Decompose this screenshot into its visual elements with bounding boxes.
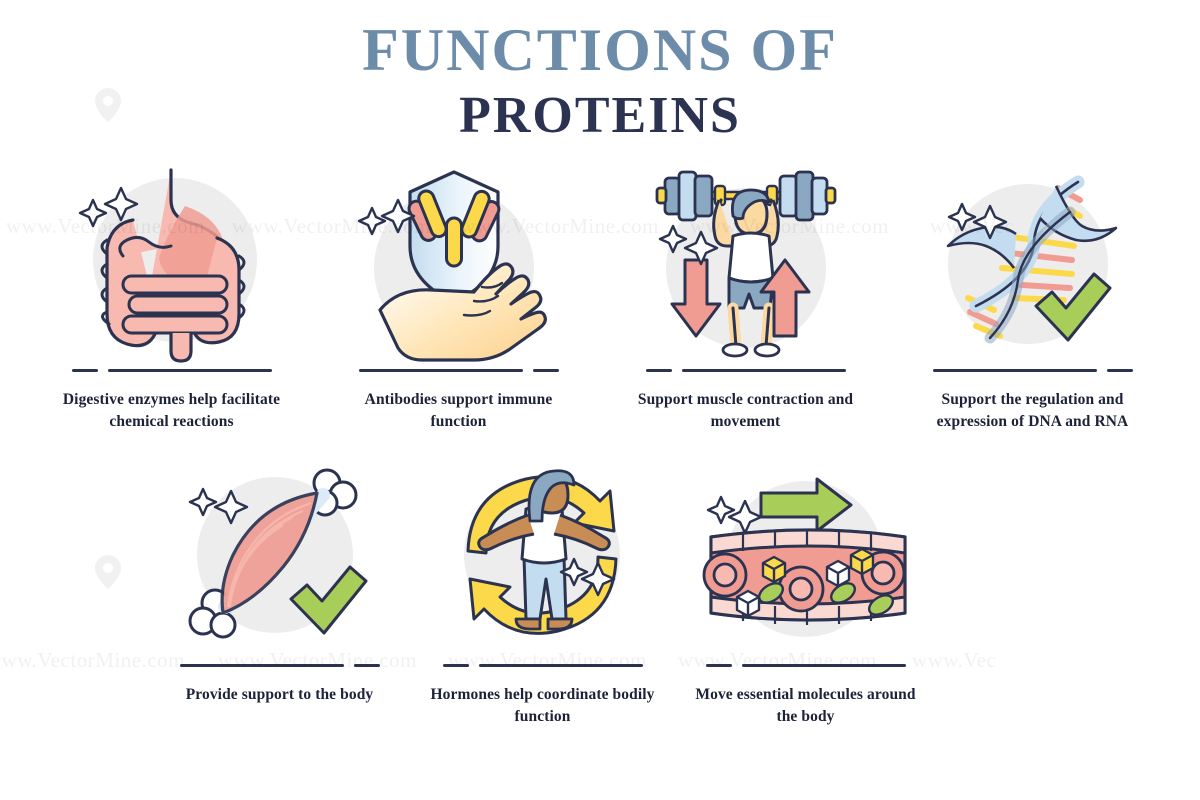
function-caption: Move essential molecules around the body <box>695 686 916 725</box>
function-caption: Provide support to the body <box>185 686 374 703</box>
muscle-bone-check-icon <box>175 455 385 655</box>
weightlifter-icon <box>641 160 851 360</box>
function-caption: Antibodies support immune function <box>364 391 553 430</box>
function-item-muscle-contraction[interactable]: Support muscle contraction and movement <box>602 160 889 433</box>
function-item-hormones[interactable]: Hormones help coordinate bodily function <box>411 455 674 728</box>
function-item-dna-rna[interactable]: Support the regulation and expression of… <box>889 160 1176 433</box>
function-caption: Hormones help coordinate bodily function <box>430 686 655 725</box>
item-divider <box>179 659 380 671</box>
function-caption: Support the regulation and expression of… <box>936 391 1129 430</box>
function-item-molecule-transport[interactable]: Move essential molecules around the body <box>674 455 937 728</box>
item-divider <box>645 364 846 376</box>
vectormine-logo-watermark <box>95 555 121 589</box>
item-divider <box>442 659 643 671</box>
function-item-antibodies[interactable]: Antibodies support immune function <box>315 160 602 433</box>
item-divider <box>71 364 272 376</box>
dna-helix-check-icon <box>928 160 1138 360</box>
functions-row-top: Digestive enzymes help facilitate chemic… <box>28 160 1176 433</box>
woman-cycle-arrows-icon <box>438 455 648 655</box>
blood-vessel-arrow-icon <box>701 455 911 655</box>
function-item-body-support[interactable]: Provide support to the body <box>148 455 411 728</box>
item-divider <box>358 364 559 376</box>
title-line-proteins: PROTEINS <box>459 86 741 144</box>
page-title: FUNCTIONS OF PROTEINS <box>0 18 1200 145</box>
function-item-digestive-enzymes[interactable]: Digestive enzymes help facilitate chemic… <box>28 160 315 433</box>
item-divider <box>932 364 1133 376</box>
functions-row-bottom: Provide support to the body <box>148 455 938 728</box>
shield-antibody-hand-icon <box>354 160 564 362</box>
title-line-functions-of: FUNCTIONS OF <box>362 17 838 83</box>
function-caption: Digestive enzymes help facilitate chemic… <box>62 391 281 430</box>
item-divider <box>705 659 906 671</box>
digestive-system-icon <box>67 160 277 363</box>
function-caption: Support muscle contraction and movement <box>637 391 854 430</box>
